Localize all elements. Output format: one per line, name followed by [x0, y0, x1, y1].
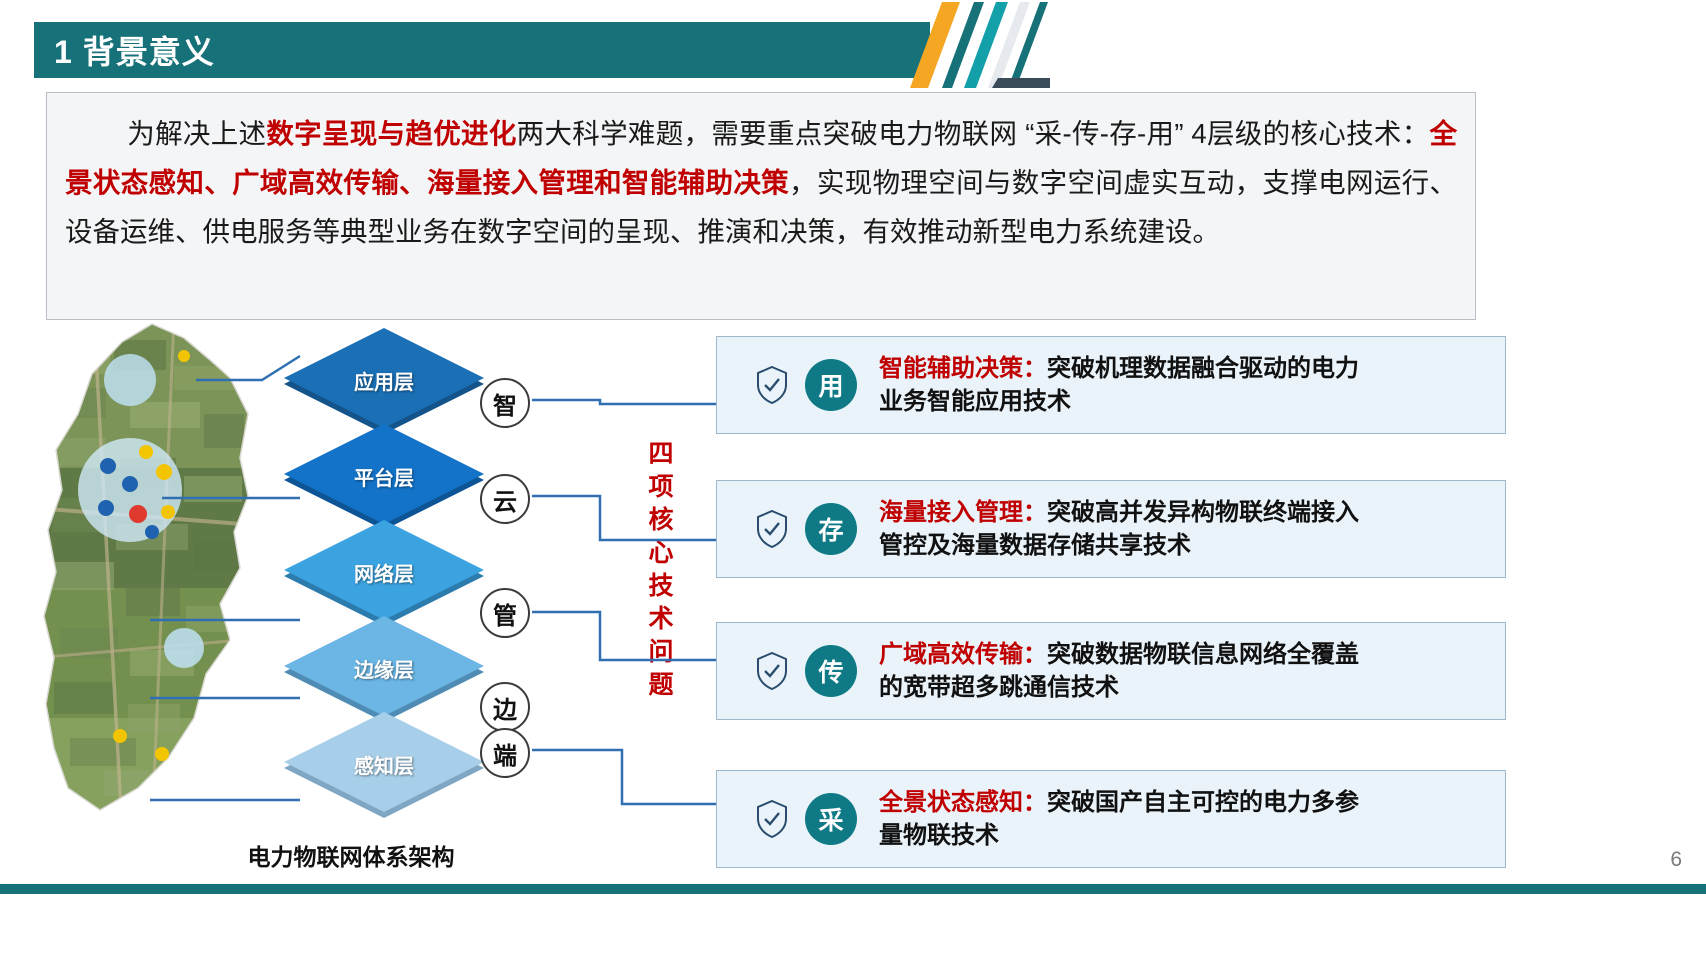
badge-边[interactable]: 边 — [480, 682, 530, 732]
para-seg-4: ，实现物理空间与数字空间虚实互动，支撑电网运行、设备运维、供电服务等典型业务在数… — [65, 167, 1458, 247]
layer-应用层[interactable]: 应用层 — [278, 328, 490, 446]
vert-char-1: 项 — [648, 473, 674, 501]
background-text-panel: 为解决上述数字呈现与趋优进化两大科学难题，需要重点突破电力物联网 “采-传-存-… — [46, 92, 1476, 320]
info-card-全景状态感知[interactable]: 采 全景状态感知：突破国产自主可控的电力多参 量物联技术 — [716, 770, 1506, 868]
card-body: 突破机理数据融合驱动的电力 — [1047, 355, 1359, 382]
vert-char-3: 心 — [648, 539, 674, 567]
vert-char-5: 术 — [648, 605, 674, 633]
footer-accent-bar — [0, 884, 1706, 894]
card-chip-存: 存 — [805, 503, 857, 555]
card-body2: 管控及海量数据存储共享技术 — [879, 532, 1191, 559]
card-body: 突破国产自主可控的电力多参 — [1047, 789, 1359, 816]
layer-感知层[interactable]: 感知层 — [278, 712, 490, 830]
vert-char-0: 四 — [648, 440, 674, 468]
badge-智[interactable]: 智 — [480, 378, 530, 428]
card-body2: 量物联技术 — [879, 822, 999, 849]
card-text: 海量接入管理：突破高并发异构物联终端接入 管控及海量数据存储共享技术 — [879, 496, 1359, 562]
card-body: 突破数据物联信息网络全覆盖 — [1047, 641, 1359, 668]
card-text: 广域高效传输：突破数据物联信息网络全覆盖 的宽带超多跳通信技术 — [879, 638, 1359, 704]
vert-char-6: 问 — [648, 638, 674, 666]
para-seg-0: 为解决上述 — [127, 118, 267, 149]
card-title: 广域高效传输： — [879, 641, 1047, 668]
slide-header-bar: 1 背景意义 — [34, 22, 930, 78]
shield-check-icon — [743, 509, 801, 549]
diagram-caption: 电力物联网体系架构 — [247, 844, 455, 870]
info-card-智能辅助决策[interactable]: 用 智能辅助决策：突破机理数据融合驱动的电力 业务智能应用技术 — [716, 336, 1506, 434]
vert-char-7: 题 — [648, 671, 674, 699]
card-chip-用: 用 — [805, 359, 857, 411]
card-chip-采: 采 — [805, 793, 857, 845]
page-number: 6 — [1670, 848, 1682, 871]
para-seg-1: 数字呈现与趋优进化 — [266, 118, 517, 149]
satellite-map-illustration — [34, 318, 294, 828]
info-card-广域高效传输[interactable]: 传 广域高效传输：突破数据物联信息网络全覆盖 的宽带超多跳通信技术 — [716, 622, 1506, 720]
page-title: 1 背景意义 — [54, 34, 215, 70]
card-title: 海量接入管理： — [879, 499, 1047, 526]
card-body2: 的宽带超多跳通信技术 — [879, 674, 1119, 701]
para-seg-3: 全景状态感知、广域高效传输、海量接入管理和智能辅助决策 — [65, 118, 1458, 198]
para-seg-2: 两大科学难题，需要重点突破电力物联网 “采-传-存-用” 4层级的核心技术： — [516, 118, 1430, 149]
vert-char-4: 技 — [648, 572, 674, 600]
shield-check-icon — [743, 651, 801, 691]
shield-check-icon — [743, 365, 801, 405]
card-body2: 业务智能应用技术 — [879, 388, 1071, 415]
info-card-海量接入管理[interactable]: 存 海量接入管理：突破高并发异构物联终端接入 管控及海量数据存储共享技术 — [716, 480, 1506, 578]
card-text: 智能辅助决策：突破机理数据融合驱动的电力 业务智能应用技术 — [879, 352, 1359, 418]
vert-char-2: 核 — [648, 506, 674, 534]
four-core-technologies-label: 四 项 核 心 技 术 问 题 — [644, 438, 678, 702]
badge-云[interactable]: 云 — [480, 474, 530, 524]
footer-area — [0, 894, 1706, 960]
background-paragraph: 为解决上述数字呈现与趋优进化两大科学难题，需要重点突破电力物联网 “采-传-存-… — [65, 109, 1457, 256]
card-body: 突破高并发异构物联终端接入 — [1047, 499, 1359, 526]
card-title: 智能辅助决策： — [879, 355, 1047, 382]
card-text: 全景状态感知：突破国产自主可控的电力多参 量物联技术 — [879, 786, 1359, 852]
card-chip-传: 传 — [805, 645, 857, 697]
badge-管[interactable]: 管 — [480, 588, 530, 638]
badge-端[interactable]: 端 — [480, 728, 530, 778]
header-decorative-stripes — [910, 2, 1050, 88]
shield-check-icon — [743, 799, 801, 839]
card-title: 全景状态感知： — [879, 789, 1047, 816]
